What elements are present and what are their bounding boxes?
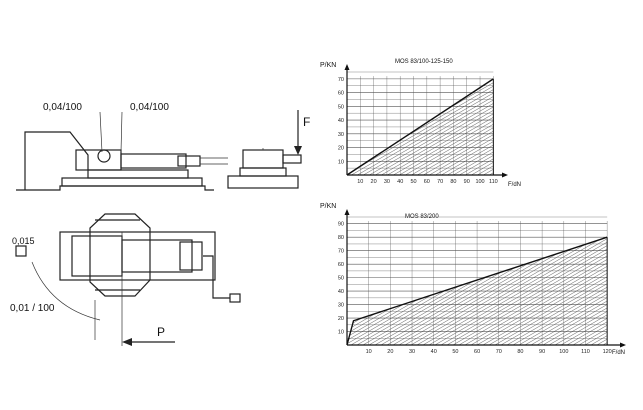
c2-x-tick-label: 70 (496, 349, 502, 355)
c2-x-tick-label: 60 (474, 349, 480, 355)
c1-x-tick-label: 100 (475, 179, 484, 185)
chart1-title: MOS 83/100-125-150 (395, 59, 453, 65)
c2-y-arrow (344, 209, 350, 215)
chart2-ylabel: P/KN (320, 203, 336, 210)
c1-x-tick-label: 80 (450, 179, 456, 185)
c2-x-tick-label: 50 (452, 349, 458, 355)
chart2-xlabel: F/dN (612, 350, 625, 356)
tol-left-label: 0,04/100 (43, 102, 82, 113)
c1-x-tick-label: 50 (410, 179, 416, 185)
tol-bottom-label: 0,01 / 100 (10, 303, 55, 314)
c1-y-tick-label: 50 (338, 104, 344, 110)
c2-y-tick-label: 20 (338, 316, 344, 322)
c1-y-tick-label: 40 (338, 118, 344, 124)
force-f-label: F (303, 115, 310, 129)
c1-x-tick-label: 20 (371, 179, 377, 185)
c2-x-tick-label: 20 (387, 349, 393, 355)
c2-area-fill (347, 237, 608, 345)
c2-y-tick-label: 30 (338, 303, 344, 309)
c1-y-tick-label: 20 (338, 146, 344, 152)
c1-x-tick-label: 90 (464, 179, 470, 185)
c1-x-tick-label: 30 (384, 179, 390, 185)
chart1-ylabel: P/KN (320, 62, 336, 69)
tol-right-label: 0,04/100 (130, 102, 169, 113)
c1-x-tick-label: 110 (489, 179, 498, 185)
gauge-side-view (227, 110, 302, 189)
vise-top-view (15, 213, 241, 346)
c2-x-tick-label: 110 (581, 349, 590, 355)
c1-y-tick-label: 70 (338, 77, 344, 83)
drawing-labels: 0,04/100 0,04/100 F 0,015 0,01 / 100 P (10, 102, 310, 339)
c2-series-line (346, 236, 608, 346)
c2-x-tick-label: 10 (366, 349, 372, 355)
c1-x-tick-label: 40 (397, 179, 403, 185)
vise-side-view (16, 111, 228, 191)
c2-x-tick-label: 30 (409, 349, 415, 355)
c2-x-tick-label: 120 (603, 349, 612, 355)
tol-small-label: 0,015 (12, 236, 35, 246)
c1-y-tick-label: 60 (338, 91, 344, 97)
c2-y-tick-label: 90 (338, 222, 344, 228)
c2-y-tick-label: 40 (338, 289, 344, 295)
chart-mos-100-125-150: MOS 83/100-125-150 P/KN F/dN 10 20 30 40 50 6… (320, 59, 521, 188)
c2-x-arrow (620, 342, 626, 348)
c1-x-tick-label: 10 (357, 179, 363, 185)
c1-y-arrow (344, 64, 350, 70)
c2-x-tick-label: 100 (559, 349, 568, 355)
force-p-label: P (157, 325, 165, 339)
c1-y-tick-label: 30 (338, 132, 344, 138)
chart1-xlabel: F/dN (508, 182, 521, 188)
c2-x-tick-label: 40 (431, 349, 437, 355)
c2-y-tick-label: 10 (338, 330, 344, 336)
c1-x-tick-label: 70 (437, 179, 443, 185)
c2-y-tick-label: 70 (338, 249, 344, 255)
c1-series-line (346, 78, 494, 176)
c2-x-tick-label: 90 (539, 349, 545, 355)
c2-x-tick-label: 80 (517, 349, 523, 355)
c2-y-tick-label: 60 (338, 262, 344, 268)
c1-x-tick-label: 60 (424, 179, 430, 185)
c2-y-tick-label: 50 (338, 276, 344, 282)
c2-y-tick-label: 80 (338, 235, 344, 241)
c1-x-arrow (502, 172, 508, 178)
c1-y-tick-label: 10 (338, 159, 344, 165)
